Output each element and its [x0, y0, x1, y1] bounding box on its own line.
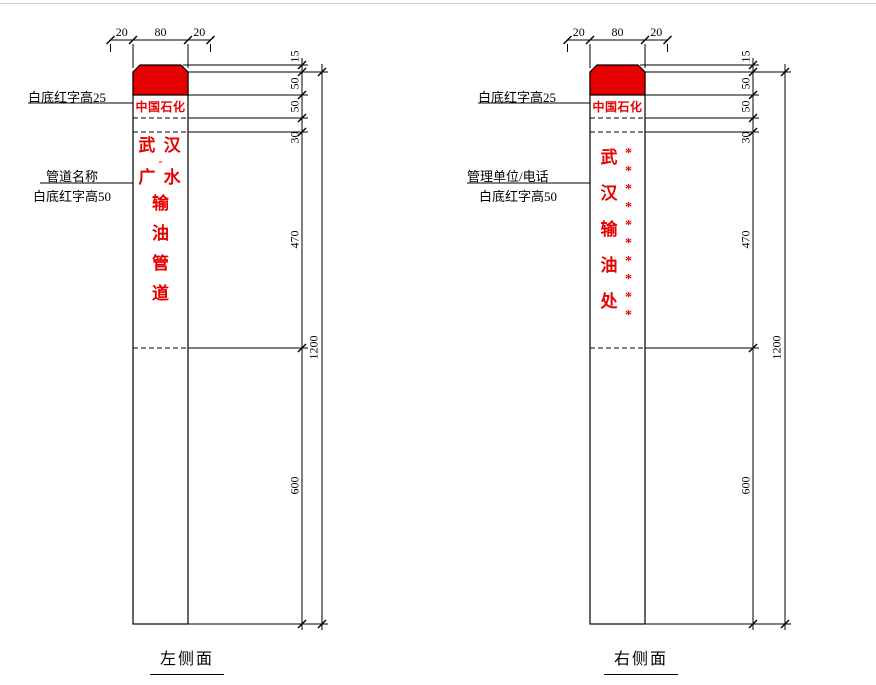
right-view-caption: 右侧面	[604, 645, 678, 675]
unit-char: 油	[600, 256, 618, 275]
left-dim-470: 470	[287, 230, 302, 249]
right-top-dim-80: 80	[611, 25, 624, 39]
right-post-phone-placeholder: **********	[621, 146, 636, 326]
right-dim-lines	[752, 58, 786, 630]
right-top-dim-20a: 20	[572, 25, 585, 39]
unit-char: 输	[600, 220, 618, 239]
left-post	[132, 64, 189, 625]
right-dim-600: 600	[738, 476, 753, 495]
left-dim-lines	[301, 58, 323, 630]
left-dim-600: 600	[287, 476, 302, 495]
left-dim-witness-lines	[183, 64, 328, 625]
unit-char: 汉	[600, 184, 618, 203]
name-line: 输	[152, 194, 169, 213]
left-top-dim-80: 80	[154, 25, 167, 39]
right-dim-1200: 1200	[769, 335, 784, 360]
right-post-dashed-lines	[590, 117, 645, 349]
right-dim-30: 30	[738, 131, 753, 144]
right-dim-witness-lines	[640, 64, 791, 625]
right-label-char-height-50: 白底红字高50	[479, 189, 558, 204]
unit-char: 处	[600, 292, 618, 311]
name-line: 广 水	[138, 168, 183, 187]
right-top-dim-20b: 20	[650, 25, 663, 39]
left-post-pipeline-name: 武 汉 - 广 水 输 油 管 道	[133, 134, 188, 309]
left-label-char-height-25: 白底红字高25	[28, 90, 107, 105]
right-label-char-height-25: 白底红字高25	[478, 90, 557, 105]
left-dim-1200: 1200	[306, 335, 321, 360]
right-dim-ticks	[563, 35, 790, 629]
left-post-cap	[132, 64, 189, 96]
right-dim-470: 470	[738, 230, 753, 249]
name-line: 油	[152, 224, 169, 243]
left-label-char-height-50: 白底红字高50	[33, 189, 112, 204]
left-post-dashed-lines	[133, 117, 188, 349]
name-line: 管	[152, 254, 169, 273]
right-leader-lines	[467, 102, 590, 184]
unit-char: 武	[600, 148, 618, 167]
left-dim-30: 30	[287, 131, 302, 144]
right-top-dim	[567, 39, 668, 68]
right-label-unit-phone: 管理单位/电话	[467, 169, 549, 184]
left-leader-lines	[28, 102, 133, 184]
name-line-dash: -	[158, 154, 163, 168]
left-post-brand-text: 中国石化	[135, 100, 186, 114]
left-top-dim-20a: 20	[115, 25, 128, 39]
left-view-caption: 左侧面	[150, 645, 224, 675]
left-label-pipeline-name: 管道名称	[46, 169, 99, 184]
name-line: 武 汉	[138, 136, 183, 155]
right-post-unit-name: 武 汉 输 油 处	[592, 140, 626, 320]
right-post-brand-text: 中国石化	[592, 100, 643, 114]
left-dim-ticks	[106, 35, 327, 629]
right-post-cap	[589, 64, 646, 96]
right-post	[589, 64, 646, 625]
left-top-dim	[110, 39, 211, 68]
window-edge-line	[0, 3, 876, 4]
name-line: 道	[152, 284, 169, 303]
left-top-dim-20b: 20	[193, 25, 206, 39]
